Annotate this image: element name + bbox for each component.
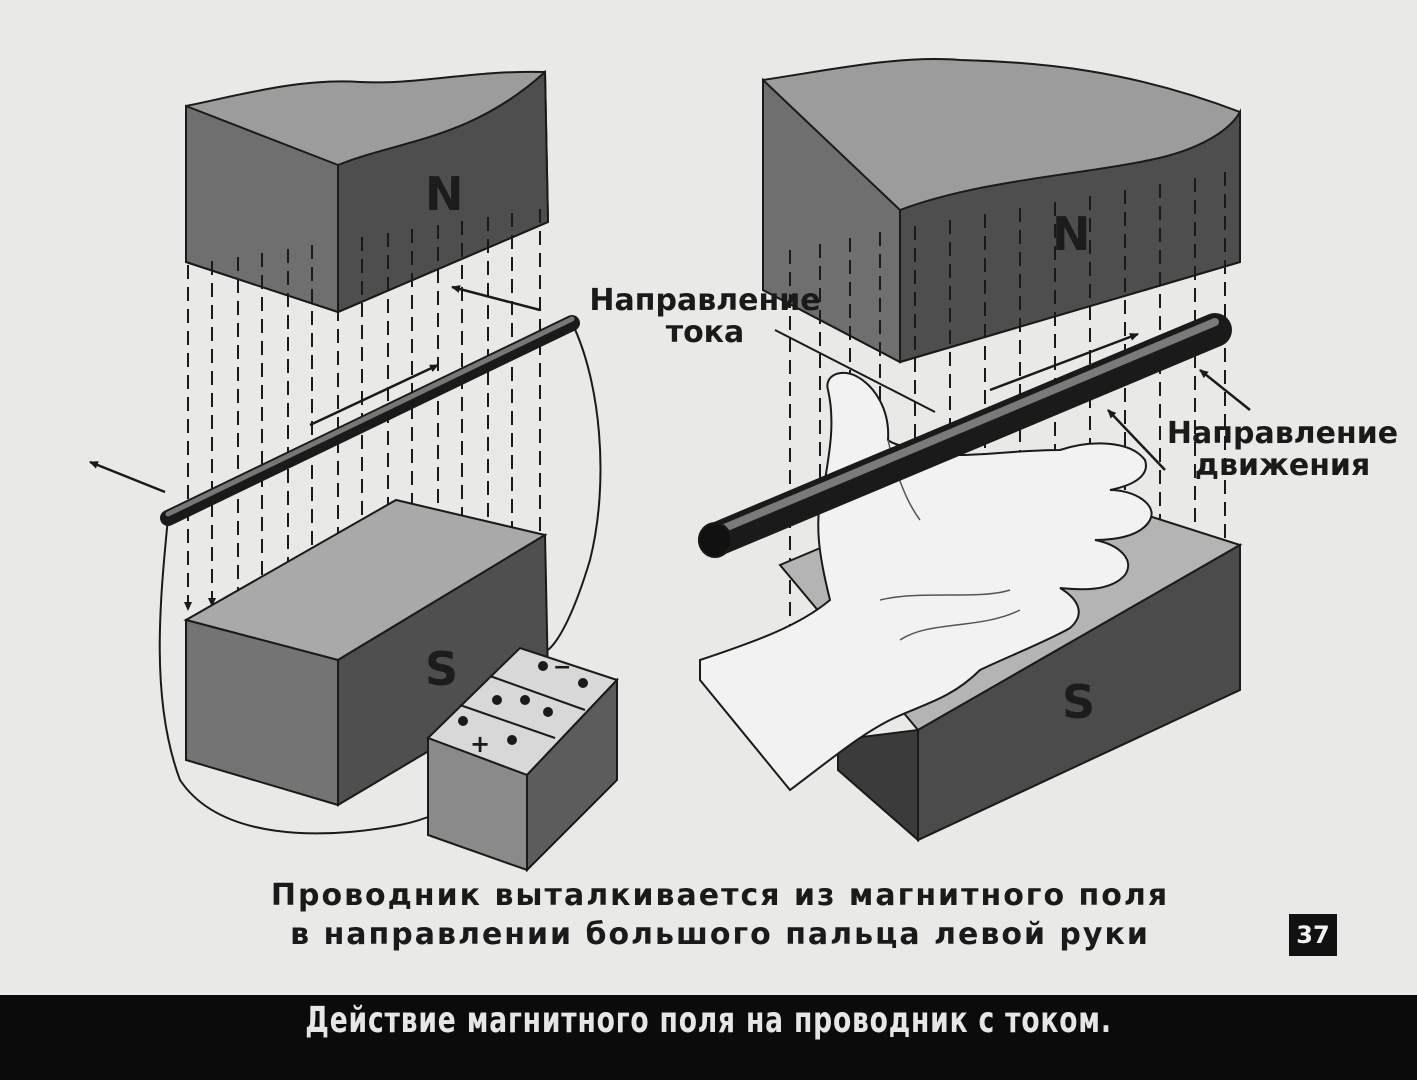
caption-line-1: Проводник выталкивается из магнитного по…	[270, 878, 1170, 913]
left-north-pole-label: N	[425, 167, 464, 221]
right-north-pole-label: N	[1052, 207, 1091, 261]
caption: Проводник выталкивается из магнитного по…	[230, 876, 1210, 954]
left-magnet-north: N	[185, 69, 550, 314]
caption-line-2: в направлении большого пальца левой руки	[290, 917, 1150, 952]
right-south-pole-label: S	[1062, 675, 1095, 729]
slide-number-badge: 37	[1289, 914, 1337, 956]
battery-minus-sign: −	[553, 655, 571, 680]
title-bar	[0, 995, 1417, 1080]
current-label-pointer	[774, 329, 936, 413]
right-current-arrow	[989, 332, 1139, 392]
battery-plus-sign: +	[470, 730, 490, 758]
motion-label-pointer	[1199, 369, 1251, 411]
left-conductor-rod	[160, 315, 580, 526]
battery: − +	[426, 646, 619, 873]
right-motion-arrow	[1107, 409, 1166, 471]
left-hand	[699, 371, 1153, 792]
left-field-arrow	[451, 285, 541, 312]
left-south-pole-label: S	[425, 642, 458, 696]
left-current-arrow	[309, 363, 439, 427]
current-direction-label: Направление тока	[580, 285, 830, 348]
right-conductor-rod	[698, 313, 1232, 558]
left-magnet-south: S	[183, 498, 550, 807]
motion-direction-text: Направление движения	[1166, 416, 1399, 483]
left-force-arrow	[89, 460, 166, 494]
slide-title: Действие магнитного поля на проводник с …	[305, 1000, 1112, 1041]
motion-direction-label: Направление движения	[1160, 418, 1405, 481]
diagram-illustration: N S	[89, 58, 1251, 873]
current-direction-text: Направление тока	[589, 283, 821, 350]
right-magnet-north: N	[762, 58, 1241, 364]
